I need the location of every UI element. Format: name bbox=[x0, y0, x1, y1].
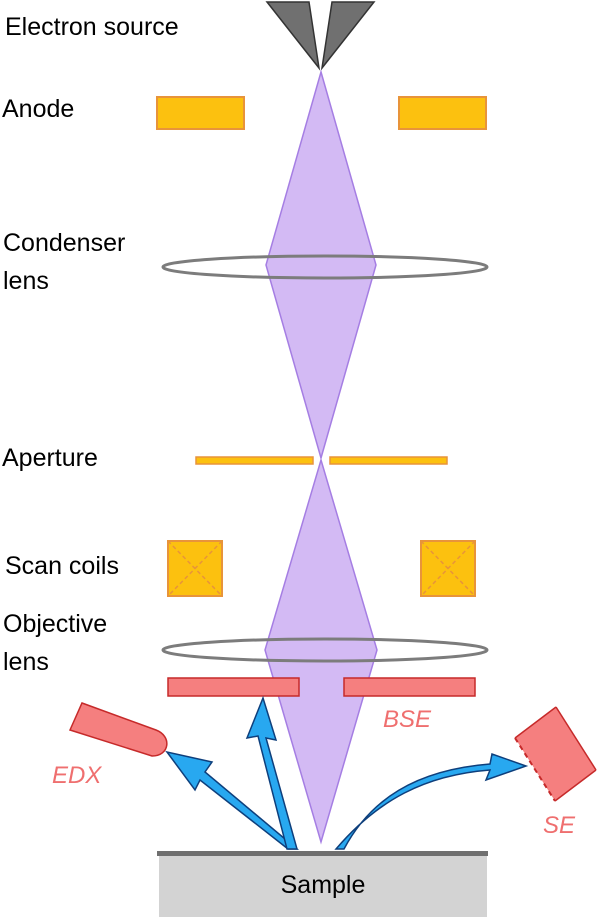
label-aperture: Aperture bbox=[2, 444, 98, 472]
label-bse: BSE bbox=[383, 706, 432, 733]
beam-upper-diamond bbox=[265, 69, 377, 461]
edx-detector bbox=[68, 702, 168, 757]
label-objective-lens-line1: Objective bbox=[3, 610, 108, 638]
label-anode: Anode bbox=[2, 95, 75, 123]
sample-block bbox=[159, 854, 487, 917]
beam-lower-diamond bbox=[264, 457, 378, 845]
se-detector-grid bbox=[514, 737, 556, 802]
aperture bbox=[195, 456, 448, 465]
label-objective-lens-line2: lens bbox=[3, 648, 49, 676]
anode-left-plate bbox=[156, 96, 245, 130]
electron-beam bbox=[264, 69, 378, 845]
label-electron-source: Electron source bbox=[5, 13, 179, 41]
se-detector bbox=[514, 706, 597, 802]
label-condenser-lens-line1: Condenser bbox=[3, 229, 126, 257]
label-se: SE bbox=[543, 812, 576, 839]
aperture-left-plate bbox=[195, 456, 314, 465]
electron-source-left-tip bbox=[265, 1, 321, 71]
electron-source bbox=[265, 1, 376, 71]
anode bbox=[156, 96, 487, 130]
se-signal-arrow bbox=[334, 753, 529, 850]
bse-detector-left-plate bbox=[167, 677, 300, 697]
electron-source-right-tip bbox=[320, 1, 376, 71]
sample bbox=[157, 851, 488, 917]
scan-coils bbox=[167, 540, 476, 597]
label-sample: Sample bbox=[280, 871, 366, 899]
edx-signal-arrow bbox=[165, 750, 300, 850]
scan-coil-right bbox=[420, 540, 476, 597]
label-condenser-lens-line2: lens bbox=[3, 267, 49, 295]
label-scan-coils: Scan coils bbox=[5, 552, 119, 580]
signal-arrows bbox=[165, 695, 529, 850]
bse-detector-right-plate bbox=[343, 677, 476, 697]
sample-surface bbox=[157, 851, 488, 856]
bse-signal-arrow bbox=[245, 695, 298, 850]
bse-detector bbox=[167, 677, 476, 697]
condenser-lens-ring bbox=[161, 254, 489, 280]
scan-coil-left bbox=[167, 540, 223, 597]
label-edx: EDX bbox=[52, 762, 102, 789]
anode-right-plate bbox=[398, 96, 487, 130]
aperture-right-plate bbox=[329, 456, 448, 465]
objective-lens-ring bbox=[161, 637, 489, 663]
